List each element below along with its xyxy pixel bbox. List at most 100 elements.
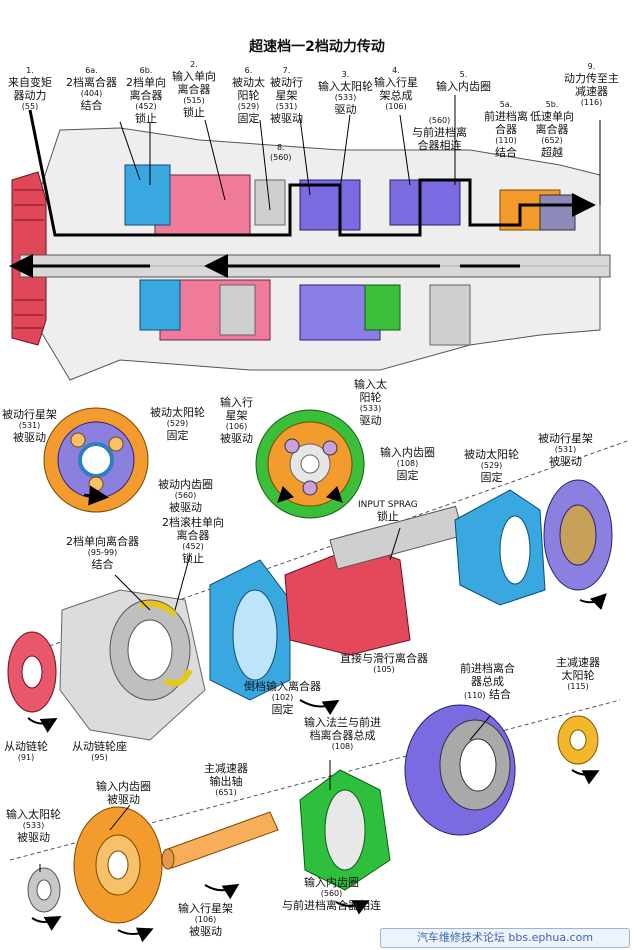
label-text: 减速器 [575,85,608,98]
label-code: (106) [194,915,217,924]
label-code: (115) [567,682,589,691]
label-ex-reverse-input: 倒档输入离合器 (102) 固定 [244,680,321,716]
label-text: 直接与滑行离合器 [340,652,428,665]
label-text: 2档单向 [126,76,166,89]
label-text: 输入行 [220,396,253,409]
label-num: 2. [190,60,198,69]
label-code: (102) [271,693,294,702]
label-mid-reaction-sun: 被动太阳轮 (529) 固定 [150,406,205,442]
label-code: (529) [166,419,189,428]
label-state: 与前进档离合器相连 [282,899,381,912]
label-text: 输入行星 [374,76,418,89]
label-low-sprag: 5b. 低速单向 离合器 (652) 超越 [530,100,574,159]
label-text: 输入内齿圈 [304,876,359,889]
label-text: 2档单向离合器 [66,535,139,548]
label-code: (560) [320,889,343,898]
label-text: 合器相连 [417,139,462,152]
label-mid-reaction-ring: 被动内齿圈 (560) 被驱动 [158,478,213,514]
label-text: 被动太阳轮 [464,448,519,461]
label-forward-clutch: 5a. 前进档离 合器 (110) 结合 [484,100,528,159]
diagram-title: 超速档一2档动力传动 [249,39,385,55]
label-ex-input-ring: 输入内齿圈 被驱动 [96,780,151,806]
label-text: 离合器 [535,123,569,136]
label-ex-final-shaft: 主减速器 输出轴 (651) [204,762,248,798]
label-text: 被动内齿圈 [158,478,213,491]
label-text: 低速单向 [530,110,574,123]
label-text: 档离合器总成 [309,729,376,742]
label-code: (651) [215,788,237,797]
label-code: (560) [174,491,197,500]
label-num: 7. [282,66,291,75]
label-ex-input-ring-link: 输入内齿圈 (560) 与前进档离合器相连 [282,876,381,912]
label-state: 被驱动 [13,431,46,444]
label-num: 3. [341,70,350,79]
label-text: 被驱动 [270,112,303,125]
label-code: (404) [80,89,103,98]
label-code: (533) [22,821,45,830]
label-text: 离合器 [177,83,211,96]
label-text: 输入法兰与前进 [304,716,381,729]
label-text: 超越 [541,146,563,159]
label-text: 输入太阳轮 [6,808,61,821]
label-mid-input-sun: 输入太 阳轮 (533) 驱动 [354,378,387,427]
label-text: 锁止 [183,106,205,119]
label-text: 输出轴 [209,775,243,788]
label-state: 锁止 [182,552,204,565]
input-gearset-disc [255,409,365,519]
label-text: 从动链轮 [4,740,48,753]
label-text: 输入内齿圈 [96,780,151,793]
label-input-sun: 3. 输入太阳轮 (533) 驱动 [318,70,373,116]
label-ex-reaction-carrier: 被动行星架 (531) 被驱动 [538,432,593,468]
label-code: (531) [18,421,41,430]
label-text: 阳轮 [359,391,382,404]
label-num: 5. [459,70,468,79]
label-code: (106) [385,102,407,111]
label-ex-sprocket-support: 从动链轮座 (95) [72,740,127,763]
label-state: 被驱动 [17,831,50,844]
label-ex-second-sprag: 2档单向离合器 (95-99) 结合 [66,535,139,571]
label-second-clutch: 6a. 2档离合器 (404) 结合 [66,66,117,112]
label-code: (533) [334,93,357,102]
reaction-gearset-disc [43,407,149,513]
label-text: 驱动 [334,103,357,116]
label-ex-reaction-sun: 被动太阳轮 (529) 固定 [464,448,519,484]
label-code: (116) [580,98,603,107]
label-text: 与前进档离 [412,126,467,139]
label-forward-link: (560) 与前进档离 合器相连 [412,116,467,152]
label-code: (110) [495,136,517,145]
label-num: 6. [244,66,253,75]
transmission-cutaway [9,109,611,381]
label-num: 9. [587,62,596,71]
label-num: 1. [26,66,34,75]
label-reaction-ring: 8. (560) [270,140,292,163]
label-mid-reaction-carrier: 被动行星架 (531) 被驱动 [2,408,57,444]
label-text: 2档滚柱单向 [162,516,224,529]
label-text: 输入内齿圈 [436,80,491,93]
label-state: 结合 [489,688,511,701]
label-code: (108) [331,742,354,751]
label-state: 被驱动 [169,501,202,514]
label-text: 输入行星架 [178,902,233,915]
label-text: 结合 [80,99,103,112]
label-state: 锁止 [376,510,399,523]
label-ex-driven-sprocket: 从动链轮 (91) [4,740,48,763]
label-text: 前进档离合 [460,662,515,675]
label-text: 架总成 [379,89,413,102]
label-code: (515) [183,96,205,105]
label-text: 离合器 [129,89,163,102]
label-text: 锁止 [135,112,157,125]
label-ex-input-sun: 输入太阳轮 (533) 被驱动 [6,808,61,844]
label-mid-roller-clutch: 2档滚柱单向 离合器 (452) 锁止 [162,516,224,565]
label-num: 8. [276,143,285,152]
label-code: (95) [91,753,108,762]
label-code: (531) [554,445,577,454]
label-num: 5b. [545,100,559,109]
label-text: 离合器 [176,529,210,542]
label-converter-input: 1. 来自变矩 器动力 (55) [8,66,52,112]
label-code: (560) [270,153,292,162]
label-ex-input-sprag: INPUT SPRAG 锁止 [358,500,418,523]
label-code: (95-99) [87,548,118,557]
label-text: 动力传至主 [564,72,619,85]
label-state: 被驱动 [189,925,222,938]
label-text: 被动行星架 [2,408,57,421]
